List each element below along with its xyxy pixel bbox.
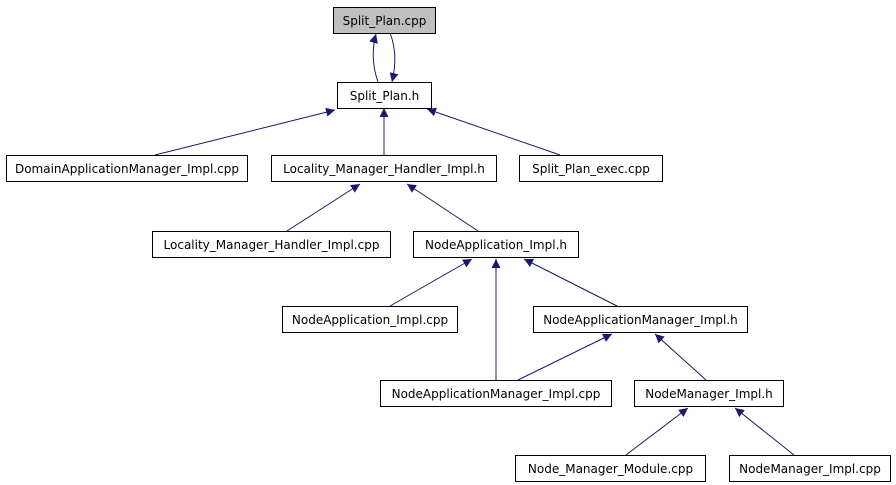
edge-node-app-mgr-h-to-node-app-h xyxy=(523,258,618,307)
node-split-plan-exec-cpp[interactable]: Split_Plan_exec.cpp xyxy=(519,155,663,182)
node-node-application-impl-cpp[interactable]: NodeApplication_Impl.cpp xyxy=(282,306,458,333)
edge-node-mgr-cpp-to-node-mgr-h xyxy=(734,407,795,456)
edge-split-plan-exec-to-split-plan-h xyxy=(426,107,561,156)
node-node-application-manager-impl-h[interactable]: NodeApplicationManager_Impl.h xyxy=(533,306,748,333)
edge-split-plan-h-to-split-plan-cpp-left xyxy=(369,33,379,83)
edge-node-app-h-to-locality-handler-h xyxy=(406,183,479,232)
node-split-plan-h[interactable]: Split_Plan.h xyxy=(337,82,432,109)
node-locality-manager-handler-impl-cpp[interactable]: Locality_Manager_Handler_Impl.cpp xyxy=(152,231,391,258)
node-domain-application-manager-impl-cpp[interactable]: DomainApplicationManager_Impl.cpp xyxy=(6,155,248,182)
node-locality-manager-handler-impl-h[interactable]: Locality_Manager_Handler_Impl.h xyxy=(271,155,497,182)
edge-split-plan-cpp-to-split-plan-h-right xyxy=(389,32,399,83)
node-node-manager-impl-cpp[interactable]: NodeManager_Impl.cpp xyxy=(729,455,891,482)
edge-node-app-mgr-cpp-to-node-app-mgr-h xyxy=(517,333,613,381)
edge-locality-handler-cpp-to-locality-handler-h xyxy=(286,183,361,232)
edge-node-mgr-h-to-node-app-mgr-h xyxy=(654,333,707,381)
node-node-application-manager-impl-cpp[interactable]: NodeApplicationManager_Impl.cpp xyxy=(380,380,612,407)
edge-domain-app-mgr-to-split-plan-h xyxy=(154,107,336,156)
node-node-manager-impl-h[interactable]: NodeManager_Impl.h xyxy=(634,380,784,407)
node-split-plan-cpp: Split_Plan.cpp xyxy=(333,7,436,34)
edge-node-mgr-module-to-node-mgr-h xyxy=(625,407,689,456)
edge-node-app-cpp-to-node-app-h xyxy=(389,258,473,307)
node-node-application-impl-h[interactable]: NodeApplication_Impl.h xyxy=(413,231,579,258)
node-node-manager-module-cpp[interactable]: Node_Manager_Module.cpp xyxy=(515,455,706,482)
